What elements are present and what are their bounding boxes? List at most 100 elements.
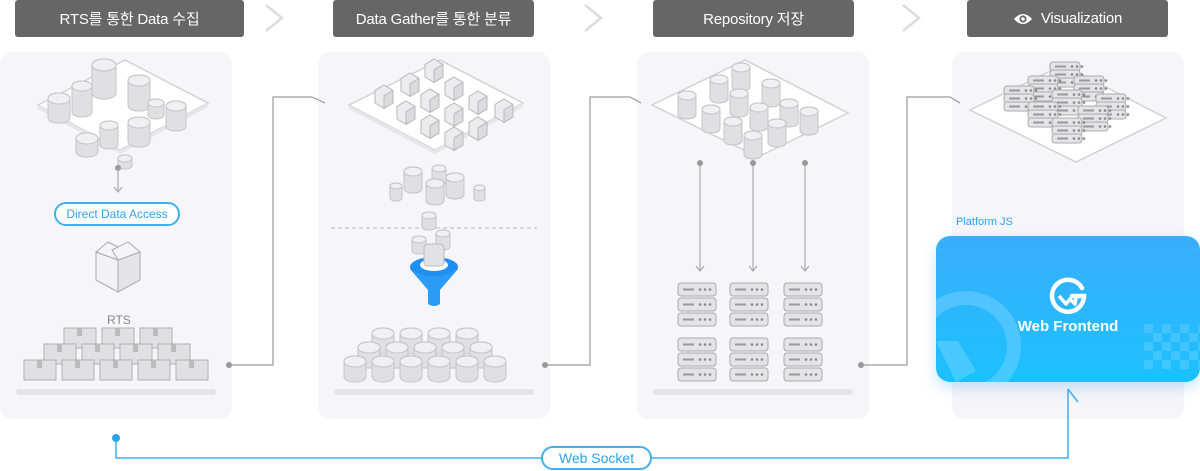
box-icon bbox=[420, 88, 440, 114]
box-platform-illustration bbox=[347, 58, 525, 154]
box-icon bbox=[139, 327, 173, 349]
box-icon bbox=[420, 114, 440, 140]
server-racks-illustration bbox=[677, 282, 823, 382]
server-icon bbox=[729, 282, 769, 297]
server-icon bbox=[1077, 121, 1112, 132]
box-icon bbox=[63, 327, 97, 349]
database-icon bbox=[47, 92, 71, 124]
server-icon bbox=[1003, 85, 1038, 96]
server-icon bbox=[729, 337, 769, 352]
badge-label: Direct Data Access bbox=[66, 207, 168, 221]
dashed-divider bbox=[331, 227, 537, 229]
step-header-classify: Data Gather를 통한 분류 bbox=[333, 0, 534, 37]
server-icon bbox=[1051, 133, 1086, 144]
server-icon bbox=[677, 282, 717, 297]
server-icon bbox=[729, 297, 769, 312]
server-icon bbox=[783, 367, 823, 382]
connector-classify-to-store bbox=[545, 96, 630, 366]
server-icon bbox=[729, 367, 769, 382]
box-icon bbox=[99, 359, 133, 381]
box-icon bbox=[396, 100, 416, 126]
server-icon bbox=[677, 337, 717, 352]
web-frontend-label: Web Frontend bbox=[1017, 318, 1119, 335]
database-icon bbox=[677, 90, 697, 120]
chevron-right-icon bbox=[902, 4, 921, 32]
database-icon bbox=[389, 182, 403, 202]
database-icon bbox=[425, 178, 445, 206]
server-icon bbox=[1051, 97, 1086, 108]
chevron-right-icon bbox=[265, 4, 284, 32]
database-icon bbox=[761, 78, 781, 108]
database-icon bbox=[799, 106, 819, 136]
step-header-visualize: Visualization bbox=[967, 0, 1168, 37]
box-icon bbox=[400, 72, 420, 98]
server-platform-illustration bbox=[968, 61, 1168, 163]
database-icon bbox=[343, 355, 367, 383]
step-label: Data Gather를 통한 분류 bbox=[355, 11, 512, 28]
shelf bbox=[334, 389, 534, 395]
box-icon bbox=[468, 116, 488, 142]
database-icon bbox=[75, 132, 99, 158]
server-icon bbox=[677, 297, 717, 312]
database-icon bbox=[483, 355, 507, 383]
database-icon bbox=[441, 341, 465, 369]
server-icon bbox=[783, 282, 823, 297]
frontend-logo-icon bbox=[1049, 277, 1087, 314]
database-icon bbox=[127, 74, 151, 112]
server-icon bbox=[677, 312, 717, 327]
box-icon bbox=[43, 343, 77, 365]
database-icon bbox=[71, 80, 93, 118]
box-icon bbox=[101, 327, 135, 349]
database-icon bbox=[117, 154, 133, 170]
direct-data-access-badge: Direct Data Access bbox=[54, 202, 180, 226]
step-label: RTS를 통한 Data 수집 bbox=[59, 11, 200, 28]
database-cluster-illustration bbox=[389, 164, 486, 206]
server-icon bbox=[1073, 75, 1108, 86]
server-icon bbox=[677, 352, 717, 367]
database-icon bbox=[165, 100, 187, 132]
badge-label: Web Socket bbox=[558, 450, 635, 466]
chevron-right-icon bbox=[584, 4, 603, 32]
server-icon bbox=[1051, 117, 1086, 128]
rts-label: RTS bbox=[107, 313, 131, 327]
connector-collect-to-classify bbox=[229, 96, 312, 366]
database-icon bbox=[427, 355, 451, 383]
database-icon bbox=[731, 62, 751, 92]
database-icon bbox=[473, 184, 486, 202]
database-icon bbox=[767, 118, 787, 148]
box-icon bbox=[137, 359, 171, 381]
web-socket-badge: Web Socket bbox=[541, 446, 652, 470]
database-icon bbox=[99, 120, 119, 150]
server-icon bbox=[729, 312, 769, 327]
box-icon bbox=[424, 58, 444, 84]
box-icon bbox=[157, 343, 191, 365]
box-icon bbox=[494, 98, 514, 124]
database-platform-illustration bbox=[36, 58, 210, 170]
step-label: Visualization bbox=[1040, 10, 1123, 27]
database-icon bbox=[701, 104, 721, 134]
server-icon bbox=[783, 297, 823, 312]
database-icon bbox=[743, 130, 763, 160]
shelf bbox=[653, 389, 853, 395]
box-icon bbox=[374, 84, 394, 110]
server-icon bbox=[729, 352, 769, 367]
box-icon bbox=[444, 102, 464, 128]
open-box-icon bbox=[95, 241, 141, 293]
box-icon bbox=[81, 343, 115, 365]
database-icon bbox=[371, 355, 395, 383]
database-icon bbox=[779, 98, 799, 128]
database-icon bbox=[403, 166, 423, 194]
shelf bbox=[16, 389, 216, 395]
database-icon bbox=[127, 116, 151, 148]
box-icon bbox=[444, 76, 464, 102]
boxes-pyramid-illustration bbox=[23, 327, 209, 381]
step-header-collect: RTS를 통한 Data 수집 bbox=[15, 0, 244, 37]
server-icon bbox=[783, 312, 823, 327]
server-icon bbox=[783, 337, 823, 352]
database-icon bbox=[455, 355, 479, 383]
database-icon bbox=[421, 211, 437, 231]
box-icon bbox=[175, 359, 209, 381]
web-frontend-card[interactable]: Web Frontend bbox=[936, 236, 1200, 382]
repository-platform-illustration bbox=[650, 59, 850, 160]
funnel-icon bbox=[410, 211, 458, 306]
